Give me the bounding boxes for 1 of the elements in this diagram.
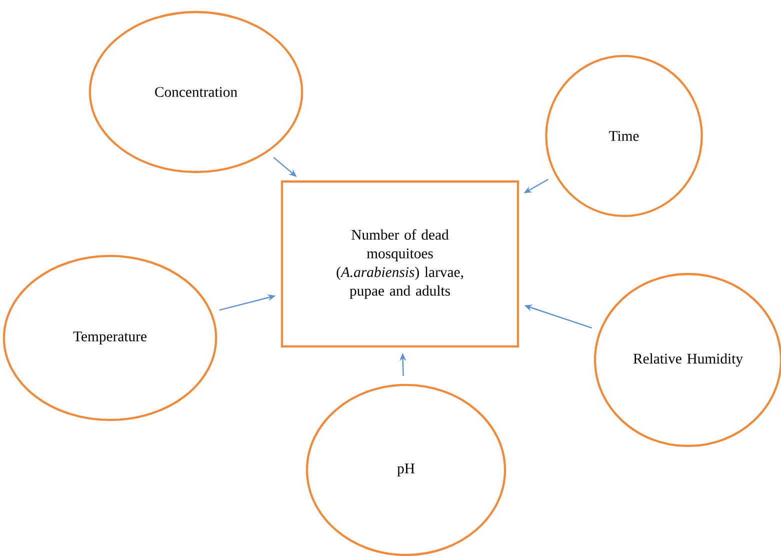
outcome-box: Number of dead mosquitoes (A.arabiensis) larvae, pupae and adults xyxy=(280,180,520,348)
